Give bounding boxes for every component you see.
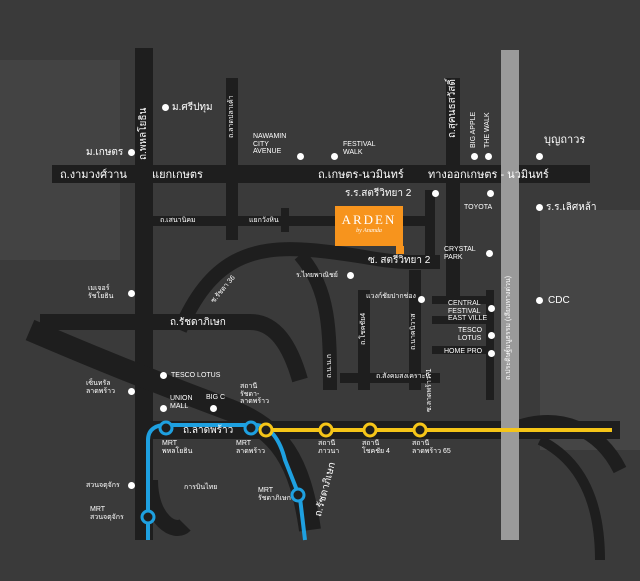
place-dot bbox=[128, 149, 135, 156]
place-central-festival: CENTRAL FESTIVAL EAST VILLE bbox=[448, 300, 488, 323]
road-label-senanikhom: ถ.เสนานิคม bbox=[160, 217, 196, 224]
road-label-chok-chai-4: ถ.โชคชัย4 bbox=[360, 312, 367, 345]
road-label-nak-niwat: ถ.นาคนิวาส bbox=[410, 313, 417, 350]
background-building bbox=[540, 210, 640, 450]
place-major: เมเจอร์ รัชโยธิน bbox=[88, 285, 114, 300]
place-thai-commerce: ร.ไทยพาณิชย์ bbox=[296, 272, 338, 279]
road-label-expressway: ถ.ประดิษฐ์มนูธรรม (เลียบทางด่วน) bbox=[505, 275, 512, 380]
station-label-mrt-phahon: MRT พหลโยธิน bbox=[162, 440, 193, 455]
place-thai-airways: การบินไทย bbox=[184, 484, 218, 491]
road-label-lat-phrao-71: ซ.ลาดพร้าว71 bbox=[426, 368, 433, 412]
place-dot bbox=[128, 290, 135, 297]
road-label-lat-pla-khao: ถ.ลาดปลาเค้า bbox=[228, 95, 235, 138]
place-dot bbox=[331, 153, 338, 160]
place-dot bbox=[536, 153, 543, 160]
place-dot bbox=[488, 305, 495, 312]
place-dot bbox=[471, 153, 478, 160]
place-bunkawon: บุญถาวร bbox=[544, 134, 586, 146]
place-dot bbox=[488, 332, 495, 339]
station-label-phawana: สถานี ภาวนา bbox=[318, 440, 340, 455]
road-chatuchak bbox=[142, 479, 191, 536]
road-ratchadaphisek bbox=[25, 319, 321, 532]
place-central-ladprao: เซ็นทรัล ลาดพร้าว bbox=[86, 380, 116, 395]
road-label-sangkhom: ถ.สังคมสงเคราะห์ bbox=[376, 373, 431, 380]
place-union-mall: UNION MALL bbox=[170, 395, 193, 410]
place-crystal-park: CRYSTAL PARK bbox=[444, 246, 476, 261]
place-tesco-lotus-1: TESCO LOTUS bbox=[458, 327, 483, 342]
road-label-kaset-junction: แยกเกษตร bbox=[152, 169, 203, 181]
place-dot bbox=[486, 250, 493, 257]
place-dot bbox=[160, 405, 167, 412]
project-location-pin: ARDEN by Ananda bbox=[335, 206, 404, 254]
place-dot bbox=[347, 272, 354, 279]
road-label-ngam-wong-wan: ถ.งามวงศ์วาน bbox=[60, 169, 127, 181]
road-label-lat-phrao: ถ.ลาดพร้าว bbox=[183, 425, 234, 436]
place-lertla: ร.ร.เลิศหล้า bbox=[546, 202, 597, 213]
road-side-sois bbox=[432, 296, 490, 354]
road-label-kaset-nawamin-exit: ทางออกเกษตร - นวมินทร์ bbox=[428, 169, 549, 181]
place-toyota: TOYOTA bbox=[464, 204, 493, 211]
place-dot bbox=[536, 297, 543, 304]
place-dot bbox=[128, 388, 135, 395]
place-festival-walk: FESTIVAL WALK bbox=[343, 141, 376, 156]
place-kasetsart: ม.เกษตร bbox=[86, 147, 124, 158]
place-dot bbox=[487, 190, 494, 197]
project-brand: ARDEN bbox=[341, 212, 397, 227]
place-chatuchak-park: สวนจตุจักร bbox=[86, 482, 120, 489]
road-label-wang-hin: แยกวังหิน bbox=[249, 217, 279, 224]
place-big-apple: BIG APPLE bbox=[470, 111, 477, 148]
station-label-ladprao-65: สถานี ลาดพร้าว 65 bbox=[412, 440, 451, 455]
mrt-station-ratchada bbox=[290, 487, 306, 503]
place-tesco-lotus-2: TESCO LOTUS bbox=[171, 372, 221, 379]
mrt-station-ladprao bbox=[243, 420, 259, 436]
place-dot bbox=[488, 350, 495, 357]
road-ramp bbox=[507, 415, 627, 474]
road-ratchada-36 bbox=[173, 242, 440, 333]
place-dot bbox=[210, 405, 217, 412]
station-label-mrt-chatuchak: MRT สวนจตุจักร bbox=[90, 506, 124, 521]
bts-station-ratchada-ladprao bbox=[258, 422, 274, 438]
road-nnk bbox=[294, 250, 337, 391]
place-dot bbox=[162, 104, 169, 111]
station-label-chok-chai-4: สถานี โชคชัย 4 bbox=[362, 440, 390, 455]
station-label-mrt-ladprao: MRT ลาดพร้าว bbox=[236, 440, 266, 455]
road-label-sukhonthasawat: ถ.สุคนธสวัสดิ์ bbox=[447, 79, 458, 138]
bts-station-chok-chai-4 bbox=[362, 422, 378, 438]
station-label-ratchada-ladprao: สถานี รัชดา- ลาดพร้าว bbox=[240, 383, 270, 406]
road-label-phahon-yothin: ถ.พหลโยธิน bbox=[138, 107, 149, 160]
place-dot bbox=[160, 372, 167, 379]
place-nawamin-city: NAWAMIN CITY AVENUE bbox=[253, 133, 287, 156]
road-label-sotthi-2: ซ. สตรีวิทยา 2 bbox=[368, 255, 431, 266]
bts-station-phawana bbox=[318, 422, 334, 438]
road-label-kaset-nawamin: ถ.เกษตร-นวมินทร์ bbox=[318, 169, 404, 181]
place-home-pro: HOME PRO bbox=[444, 348, 483, 355]
place-dot bbox=[418, 296, 425, 303]
road-label-ratchadaphisek: ถ.รัชดาภิเษก bbox=[170, 317, 226, 328]
road-label-nnk: ถ.น.น.ก bbox=[326, 354, 333, 378]
place-dot bbox=[432, 190, 439, 197]
project-sub: by Ananda bbox=[356, 228, 382, 234]
road-ramp bbox=[537, 435, 605, 561]
place-sotthi-school: ร.ร.สตรีวิทยา 2 bbox=[345, 188, 412, 199]
place-dot bbox=[128, 482, 135, 489]
mrt-station-phahon bbox=[158, 420, 174, 436]
place-dot bbox=[297, 153, 304, 160]
place-dot bbox=[485, 153, 492, 160]
mrt-station-chatuchak bbox=[140, 509, 156, 525]
place-cdc: CDC bbox=[548, 295, 570, 306]
place-dot bbox=[536, 204, 543, 211]
background-building bbox=[0, 60, 120, 260]
place-chok-chai: แวงก์ชัยปากช่อง bbox=[366, 293, 416, 300]
bts-station-ladprao-65 bbox=[412, 422, 428, 438]
place-big-c: BIG C bbox=[206, 394, 226, 401]
place-sripatum: ม.ศรีปทุม bbox=[172, 102, 213, 113]
road-ratchada-upper bbox=[40, 314, 308, 383]
station-label-mrt-ratchada: MRT รัชดาภิเษก bbox=[258, 487, 291, 502]
place-the-walk: THE WALK bbox=[484, 112, 491, 148]
